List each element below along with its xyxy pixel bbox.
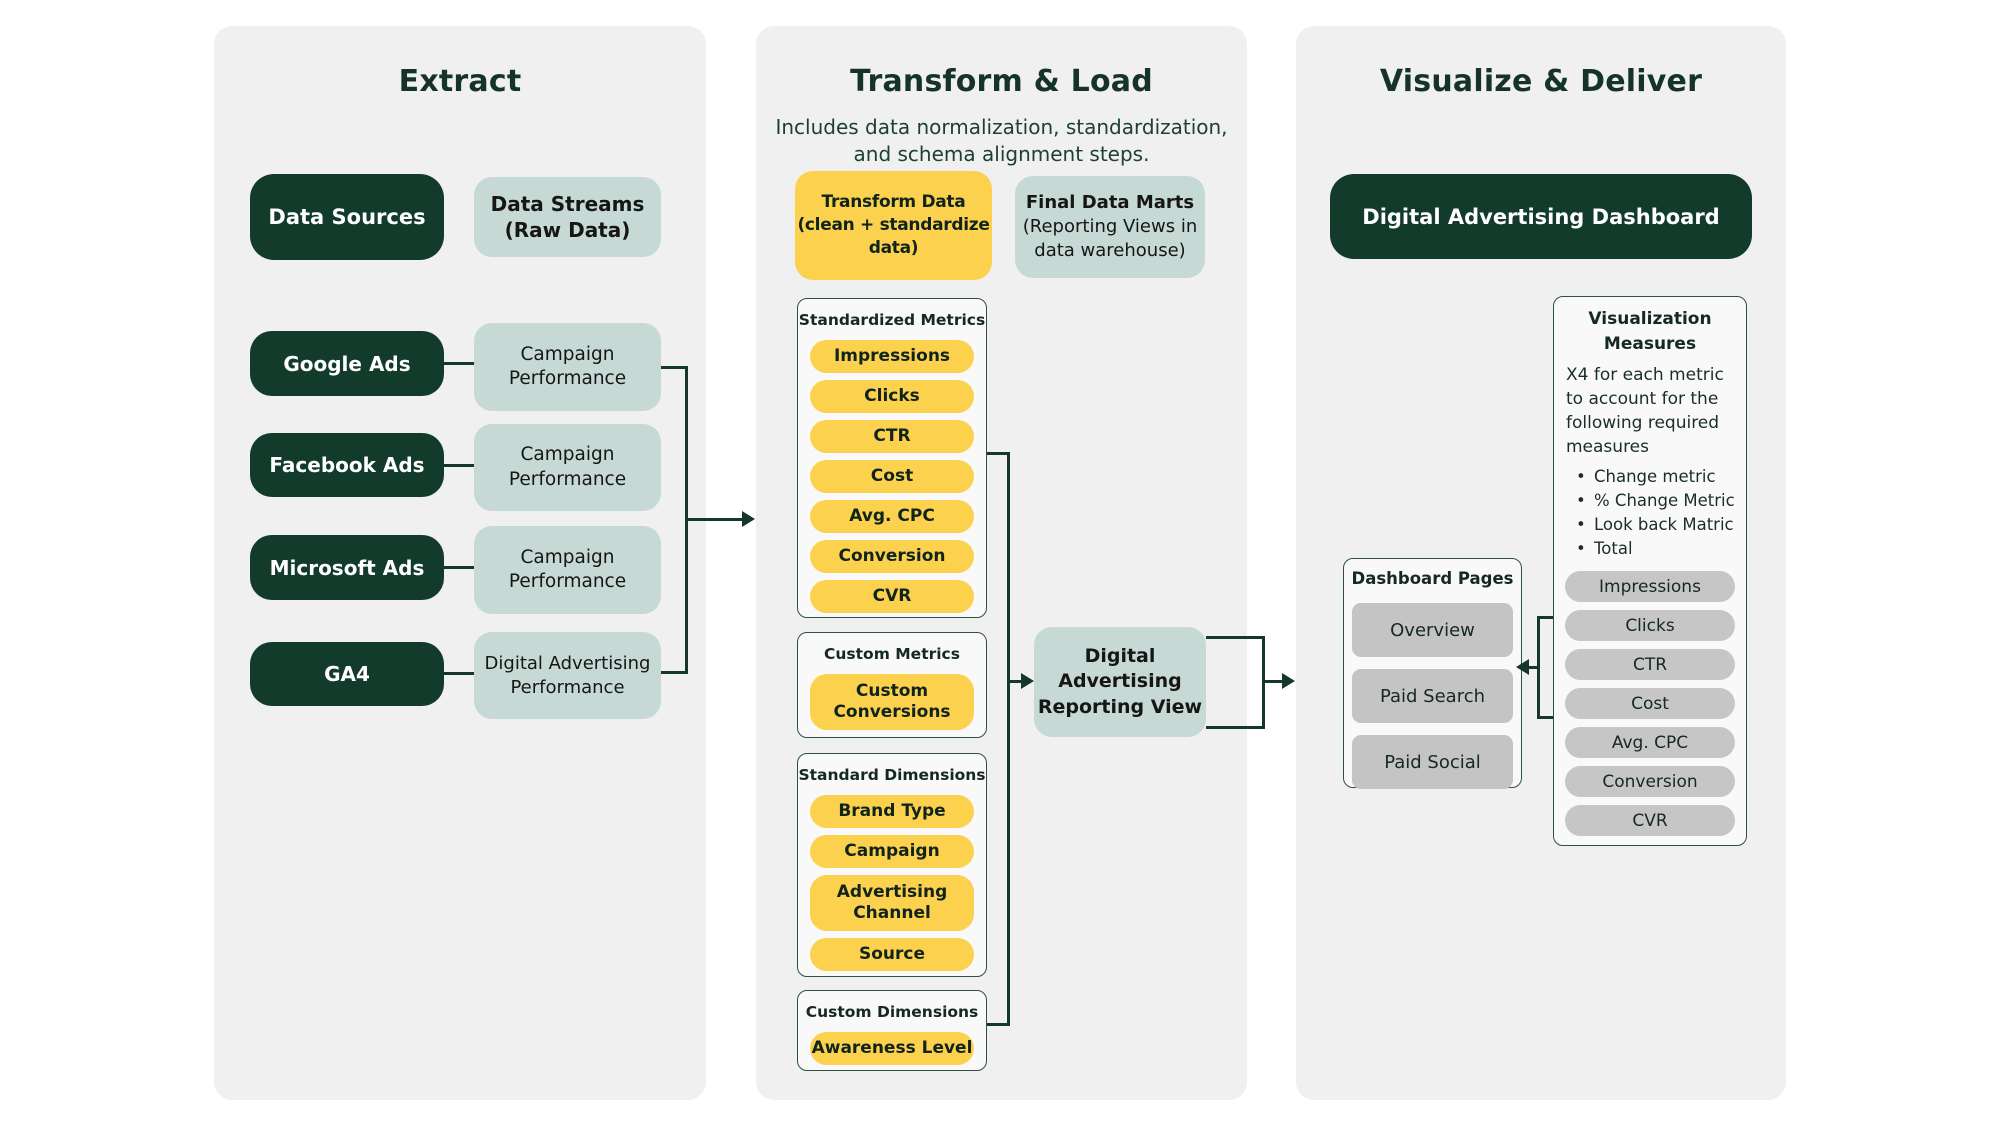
transform-bracket-vertical <box>1007 452 1010 1026</box>
transform-bracket-bottom-stub <box>987 1023 1010 1026</box>
data-sources-node: Data Sources <box>250 174 444 260</box>
extract-to-transform-arrow-line <box>685 518 742 521</box>
dashboard-node: Digital Advertising Dashboard <box>1330 174 1752 259</box>
reporting-to-visualize-arrowhead <box>1282 673 1295 689</box>
stream-node-ga4: Digital Advertising Performance <box>474 632 661 719</box>
source-node-google-ads: Google Ads <box>250 331 444 396</box>
metric-pill: Conversion <box>810 540 974 573</box>
transform-subtitle: Includes data normalization, standardiza… <box>775 115 1228 166</box>
reporting-bracket-top <box>1206 636 1265 639</box>
source-node-microsoft-ads: Microsoft Ads <box>250 535 444 600</box>
metric-pill: CTR <box>810 420 974 453</box>
bullet-item: Change metric <box>1564 465 1736 489</box>
dimension-pill: Awareness Level <box>810 1032 974 1065</box>
visualize-title: Visualize & Deliver <box>1379 64 1703 99</box>
stream-node-facebook-ads: Campaign Performance <box>474 424 661 511</box>
visualization-measures-group: Visualization Measures X4 for each metri… <box>1553 296 1747 846</box>
final-data-marts-title: Final Data Marts <box>1025 192 1195 214</box>
connector-microsoft-stub <box>444 566 474 569</box>
visualization-measures-description: X4 for each metric to account for the fo… <box>1566 365 1724 457</box>
data-streams-node: Data Streams (Raw Data) <box>474 177 661 257</box>
metric-pill: Cost <box>810 460 974 493</box>
measures-bracket-bottom-stub <box>1537 716 1553 719</box>
custom-dimensions-label: Custom Dimensions <box>805 1003 979 1021</box>
measures-pill-list: Impressions Clicks CTR Cost Avg. CPC Con… <box>1565 571 1735 836</box>
stream-node-microsoft-ads: Campaign Performance <box>474 526 661 614</box>
measure-pill: Cost <box>1565 688 1735 719</box>
dimension-pill: Advertising Channel <box>810 875 974 931</box>
stream-node-google-ads: Campaign Performance <box>474 323 661 411</box>
dashboard-pages-group: Dashboard Pages Overview Paid Search Pai… <box>1343 558 1522 789</box>
measure-pill: CTR <box>1565 649 1735 680</box>
transform-title: Transform & Load <box>850 64 1153 99</box>
final-data-marts-sub: (Reporting Views in data warehouse) <box>1022 216 1198 261</box>
extract-to-transform-arrowhead <box>742 511 755 527</box>
standardized-metrics-group: Standardized Metrics Impressions Clicks … <box>797 298 987 618</box>
bracket-to-reporting-view-arrowhead <box>1021 673 1034 689</box>
reporting-bracket-bottom <box>1206 726 1265 729</box>
dashboard-page-paid-search: Paid Search <box>1352 669 1513 723</box>
extract-title: Extract <box>398 64 522 99</box>
metric-pill: CVR <box>810 580 974 613</box>
custom-metrics-label: Custom Metrics <box>824 645 960 663</box>
measure-pill: CVR <box>1565 805 1735 836</box>
measures-to-pages-arrowhead <box>1516 659 1529 675</box>
extract-bracket-top-stub <box>661 366 688 369</box>
metric-pill: Custom Conversions <box>810 674 974 730</box>
measures-bracket-top-stub <box>1537 616 1553 619</box>
connector-google-stub <box>444 362 474 365</box>
reporting-bracket-vertical <box>1262 636 1265 729</box>
transform-data-node: Transform Data (clean + standardize data… <box>795 171 992 280</box>
dashboard-page-overview: Overview <box>1352 603 1513 657</box>
measure-pill: Conversion <box>1565 766 1735 797</box>
measure-pill: Clicks <box>1565 610 1735 641</box>
metric-pill: Clicks <box>810 380 974 413</box>
custom-metrics-group: Custom Metrics Custom Conversions <box>797 632 987 738</box>
metric-pill: Avg. CPC <box>810 500 974 533</box>
custom-dimensions-group: Custom Dimensions Awareness Level <box>797 990 987 1071</box>
connector-ga4-stub <box>444 672 474 675</box>
dimension-pill: Source <box>810 938 974 971</box>
standardized-metrics-label: Standardized Metrics <box>798 311 986 329</box>
extract-bracket-bottom-stub <box>661 671 688 674</box>
panel-extract: Extract Data Sources Data Streams (Raw D… <box>214 26 706 1100</box>
dimension-pill: Brand Type <box>810 795 974 828</box>
reporting-to-visualize-line <box>1265 680 1283 683</box>
dimension-pill: Campaign <box>810 835 974 868</box>
source-node-ga4: GA4 <box>250 642 444 706</box>
bullet-item: Total <box>1564 537 1736 561</box>
measures-bullet-list: Change metric % Change Metric Look back … <box>1564 465 1736 561</box>
final-data-marts-node: Final Data Marts (Reporting Views in dat… <box>1015 176 1205 278</box>
connector-facebook-stub <box>444 464 474 467</box>
bullet-item: % Change Metric <box>1564 489 1736 513</box>
dashboard-pages-label: Dashboard Pages <box>1351 569 1514 588</box>
panel-visualize: Visualize & Deliver Digital Advertising … <box>1296 26 1786 1100</box>
panel-transform: Transform & Load Includes data normaliza… <box>756 26 1247 1100</box>
measure-pill: Impressions <box>1565 571 1735 602</box>
reporting-view-node: Digital Advertising Reporting View <box>1034 627 1206 737</box>
bracket-to-reporting-view-line <box>1007 680 1022 683</box>
measures-to-pages-line <box>1528 666 1539 669</box>
source-node-facebook-ads: Facebook Ads <box>250 433 444 497</box>
bullet-item: Look back Matric <box>1564 513 1736 537</box>
standard-dimensions-label: Standard Dimensions <box>798 766 986 784</box>
dashboard-page-paid-social: Paid Social <box>1352 735 1513 789</box>
standard-dimensions-group: Standard Dimensions Brand Type Campaign … <box>797 753 987 977</box>
transform-bracket-top-stub <box>987 452 1010 455</box>
visualization-measures-title: Visualization Measures <box>1588 309 1712 354</box>
metric-pill: Impressions <box>810 340 974 373</box>
measure-pill: Avg. CPC <box>1565 727 1735 758</box>
